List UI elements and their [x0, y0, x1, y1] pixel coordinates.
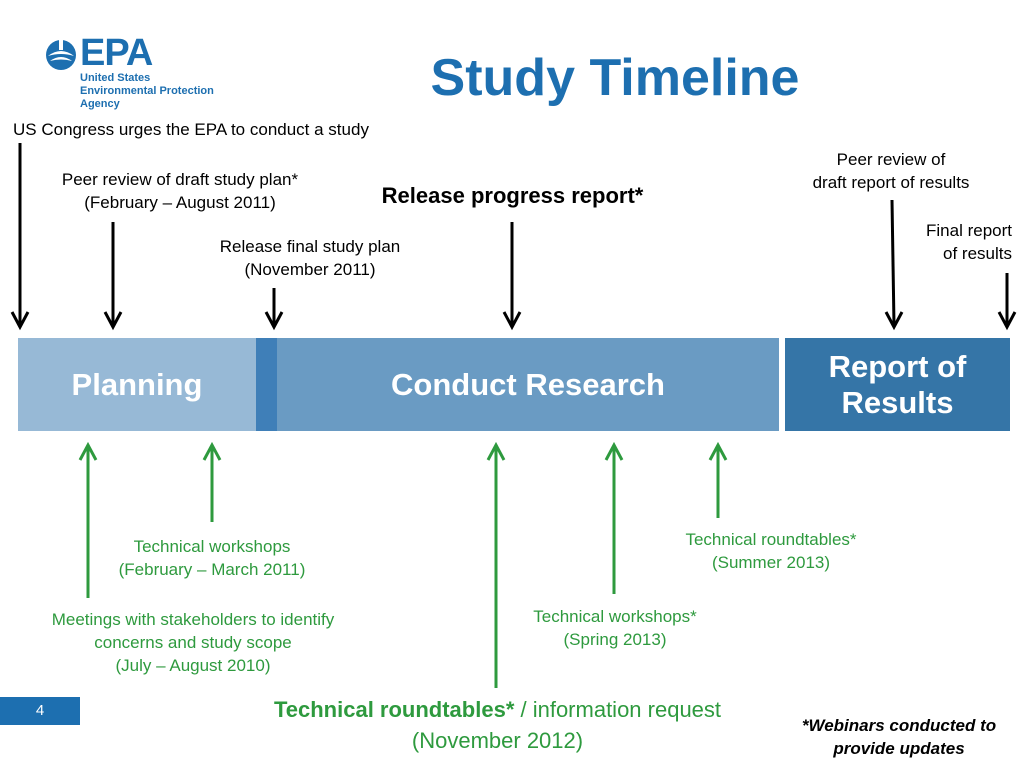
event-peer-review-results-line2: draft report of results: [812, 173, 970, 192]
footnote-line1: *Webinars conducted to: [801, 716, 997, 735]
event-workshops-2013-line2: (Spring 2013): [563, 630, 667, 649]
phase-planning: Planning: [18, 338, 256, 431]
logo-line-3: Agency: [80, 98, 120, 110]
phase-report-label: Report of Results: [828, 348, 967, 420]
event-roundtables-2013-line1: Technical roundtables*: [685, 530, 857, 549]
arrow-meetings-head: [78, 441, 98, 461]
event-roundtables-2012-bold: Technical roundtables*: [273, 697, 515, 722]
epa-flower-icon: [46, 40, 76, 70]
event-progress-report: Release progress report*: [381, 183, 644, 208]
phase-research: Conduct Research: [277, 338, 779, 431]
footnote: *Webinars conducted to provide updates: [778, 714, 1020, 760]
arrow-peer-review-plan-head: [103, 311, 123, 331]
event-roundtables-2013: Technical roundtables* (Summer 2013): [660, 528, 882, 574]
event-final-plan: Release final study plan (November 2011): [180, 235, 440, 281]
event-meetings-line1: Meetings with stakeholders to identify: [51, 610, 335, 629]
event-roundtables-2013-line2: (Summer 2013): [711, 553, 831, 572]
arrow-progress-report-head: [502, 311, 522, 331]
event-workshops-2011-line2: (February – March 2011): [118, 560, 306, 579]
event-final-report-line1: Final report: [926, 221, 1012, 240]
arrow-roundtables-2013-head: [708, 441, 728, 461]
epa-logo: EPA United States Environmental Protecti…: [44, 32, 244, 112]
green-arrows: [78, 441, 728, 688]
arrow-peer-review-results: [890, 199, 896, 326]
event-congress: US Congress urges the EPA to conduct a s…: [13, 120, 369, 139]
arrow-final-plan-head: [264, 311, 284, 331]
event-workshops-2013: Technical workshops* (Spring 2013): [505, 605, 725, 651]
arrow-workshops-2013-head: [604, 441, 624, 461]
page-number: 4: [0, 697, 80, 725]
footnote-line2: provide updates: [833, 739, 965, 758]
arrow-final-report-head: [997, 311, 1017, 331]
arrow-workshops-2011-head: [202, 441, 222, 461]
event-final-report: Final report of results: [880, 219, 1012, 265]
event-workshops-2011-line1: Technical workshops: [133, 537, 291, 556]
arrow-congress-head: [10, 311, 30, 331]
event-final-plan-line2: (November 2011): [244, 260, 376, 279]
event-roundtables-2012: Technical roundtables* / information req…: [220, 694, 775, 756]
event-final-plan-line1: Release final study plan: [219, 237, 401, 256]
event-roundtables-2012-date: (November 2012): [411, 728, 584, 753]
event-peer-review-plan-line2: (February – August 2011): [84, 193, 276, 212]
event-meetings: Meetings with stakeholders to identify c…: [18, 608, 368, 677]
event-peer-review-results-line1: Peer review of: [836, 150, 946, 169]
event-peer-review-plan: Peer review of draft study plan* (Februa…: [20, 168, 340, 214]
page-title: Study Timeline: [430, 49, 800, 107]
event-roundtables-2012-line1: Technical roundtables* / information req…: [220, 694, 775, 725]
arrow-peer-review-results-head: [884, 311, 904, 331]
event-final-report-line2: of results: [943, 244, 1012, 263]
logo-line-1: United States: [80, 72, 151, 84]
phase-report: Report of Results: [785, 338, 1010, 431]
event-peer-review-plan-line1: Peer review of draft study plan*: [61, 170, 299, 189]
event-meetings-line3: (July – August 2010): [115, 656, 271, 675]
logo-wordmark: EPA: [80, 32, 153, 74]
phase-divider: [256, 338, 277, 431]
event-roundtables-2012-rest: / information request: [514, 697, 722, 722]
event-peer-review-results: Peer review of draft report of results: [785, 148, 997, 194]
logo-line-2: Environmental Protection: [80, 85, 214, 97]
event-workshops-2011: Technical workshops (February – March 20…: [80, 535, 344, 581]
event-meetings-line2: concerns and study scope: [94, 633, 292, 652]
phase-planning-label: Planning: [71, 366, 203, 402]
black-arrows: [10, 143, 1017, 331]
phase-research-label: Conduct Research: [391, 366, 665, 402]
arrow-roundtables-2012-head: [486, 441, 506, 461]
event-workshops-2013-line1: Technical workshops*: [533, 607, 697, 626]
